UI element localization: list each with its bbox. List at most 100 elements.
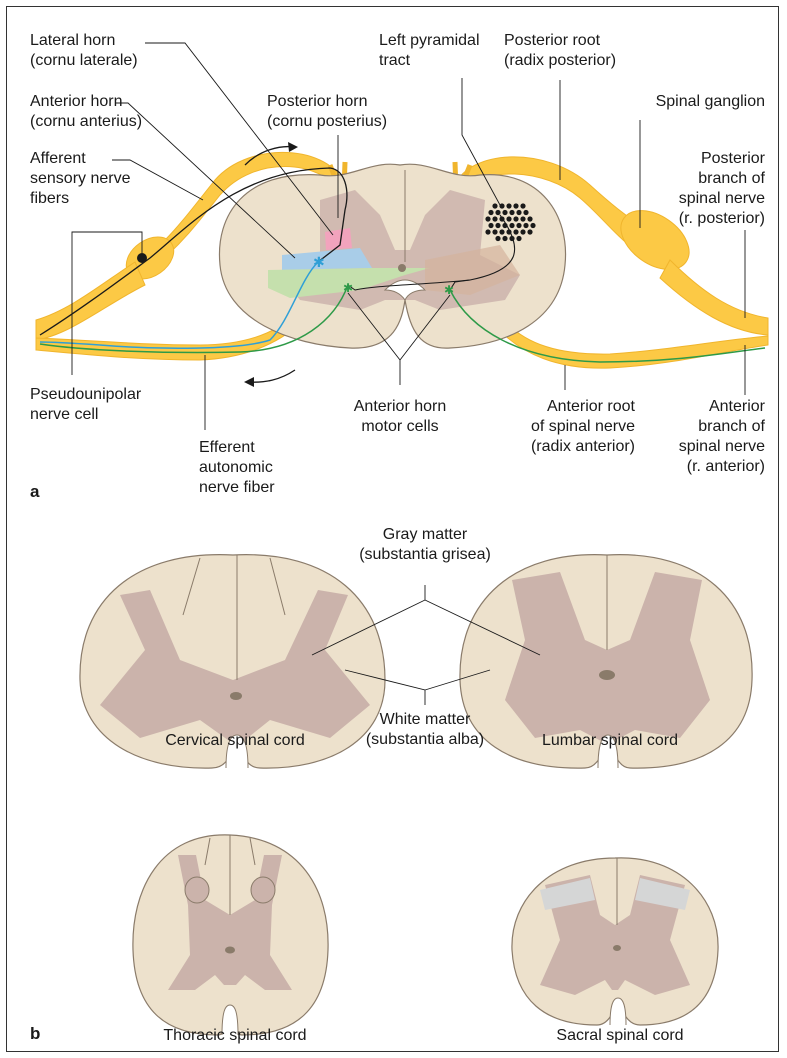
label-pyramidal: Left pyramidal tract [379,31,480,71]
label-sacral: Sacral spinal cord [520,1026,720,1046]
label-posterior-horn: Posterior horn (cornu posterius) [267,92,387,132]
label-anterior-root: Anterior root of spinal nerve (radix ant… [495,397,635,457]
pseudounipolar-cell-body [137,253,147,263]
ant-root-line3: (radix anterior) [495,437,635,457]
efferent-arrowhead [244,377,254,387]
label-anterior-horn: Anterior horn (cornu anterius) [30,92,142,132]
pyramidal-dot [527,216,532,221]
gray-matter-line2: (substantia grisea) [335,545,515,565]
pyramidal-dot [488,223,493,228]
motor-cells-line2: motor cells [340,417,460,437]
pyramidal-dot [520,216,525,221]
pyramidal-dot [516,210,521,215]
pyramidal-dot [502,210,507,215]
label-lumbar: Lumbar spinal cord [505,731,715,751]
label-efferent: Efferent autonomic nerve fiber [199,438,275,498]
anterior-horn-line1: Anterior horn [30,92,142,112]
motor-cell-star-left: ✱ [343,281,353,295]
efferent-line1: Efferent [199,438,275,458]
panel-b-drawing [80,555,752,1035]
right-spinal-nerve [660,260,768,335]
spinal-ganglion-line1: Spinal ganglion [656,92,765,112]
thoracic-lateral-horn-right [251,877,275,903]
pyramidal-dot [495,223,500,228]
pyramidal-dot [520,203,525,208]
central-canal-a [398,264,406,272]
ant-branch-line3: spinal nerve [679,437,765,457]
pyramidal-dot [520,229,525,234]
motor-cell-star-right: ✱ [444,283,454,297]
pseudo-line1: Pseudounipolar [30,385,141,405]
label-spinal-ganglion: Spinal ganglion [656,92,765,112]
pyramidal-dot [488,210,493,215]
anterior-horn-line2: (cornu anterius) [30,112,142,132]
efferent-line3: nerve fiber [199,478,275,498]
sacral-cord [512,858,718,1025]
posterior-horn-line2: (cornu posterius) [267,112,387,132]
afferent-line3: fibers [30,189,131,209]
cervical-canal [230,692,242,700]
label-pseudounipolar: Pseudounipolar nerve cell [30,385,141,425]
efferent-line2: autonomic [199,458,275,478]
label-afferent: Afferent sensory nerve fibers [30,149,131,209]
pyramidal-dot [485,229,490,234]
pyramidal-dot [509,223,514,228]
afferent-line2: sensory nerve [30,169,131,189]
pyramidal-dot [499,203,504,208]
sacral-canal [613,945,621,951]
pyramidal-dot [492,216,497,221]
panel-b-label: b [30,1024,40,1044]
thoracic-cord [133,835,328,1035]
label-thoracic: Thoracic spinal cord [135,1026,335,1046]
pyramidal-dot [513,216,518,221]
pyramidal-dot [502,236,507,241]
efferent-direction-arrow [248,370,295,382]
lateral-horn-line2: (cornu laterale) [30,51,138,71]
post-branch-line4: (r. posterior) [679,209,765,229]
afferent-line1: Afferent [30,149,131,169]
pyramidal-dot [506,203,511,208]
posterior-root-line2: (radix posterior) [504,51,616,71]
pyramidal-dot [492,229,497,234]
pyramidal-dot [495,210,500,215]
pyramidal-dot [513,203,518,208]
ant-root-line1: Anterior root [495,397,635,417]
lateral-horn-line1: Lateral horn [30,31,138,51]
gray-matter-line1: Gray matter [335,525,515,545]
post-branch-line1: Posterior [679,149,765,169]
pyramidal-dot [530,223,535,228]
white-matter-line1: White matter [335,710,515,730]
pyramidal-dot [495,236,500,241]
pyramidal-dot [492,203,497,208]
posterior-root-line1: Posterior root [504,31,616,51]
thoracic-lateral-horn-left [185,877,209,903]
afferent-arrowhead [288,142,298,152]
pyramidal-dot [516,223,521,228]
pyramidal-line2: tract [379,51,480,71]
label-gray-matter: Gray matter (substantia grisea) [335,525,515,565]
pyramidal-dot [523,210,528,215]
pyramidal-dot [513,229,518,234]
pyramidal-line1: Left pyramidal [379,31,480,51]
pyramidal-dot [509,210,514,215]
pseudo-line2: nerve cell [30,405,141,425]
pyramidal-dot [523,223,528,228]
pyramidal-dot [499,229,504,234]
ant-root-line2: of spinal nerve [495,417,635,437]
thoracic-canal [225,947,235,954]
right-nerve-lower [495,318,768,368]
pyramidal-dot [516,236,521,241]
label-cervical: Cervical spinal cord [130,731,340,751]
panel-a-label: a [30,482,39,502]
white-matter-line2: (substantia alba) [335,730,515,750]
label-posterior-root: Posterior root (radix posterior) [504,31,616,71]
motor-cells-line1: Anterior horn [340,397,460,417]
pyramidal-dot [506,216,511,221]
label-motor-cells: Anterior horn motor cells [340,397,460,437]
ant-branch-line2: branch of [679,417,765,437]
posterior-horn-line1: Posterior horn [267,92,387,112]
label-posterior-branch: Posterior branch of spinal nerve (r. pos… [679,149,765,229]
pyramidal-dot [527,229,532,234]
post-branch-line2: branch of [679,169,765,189]
